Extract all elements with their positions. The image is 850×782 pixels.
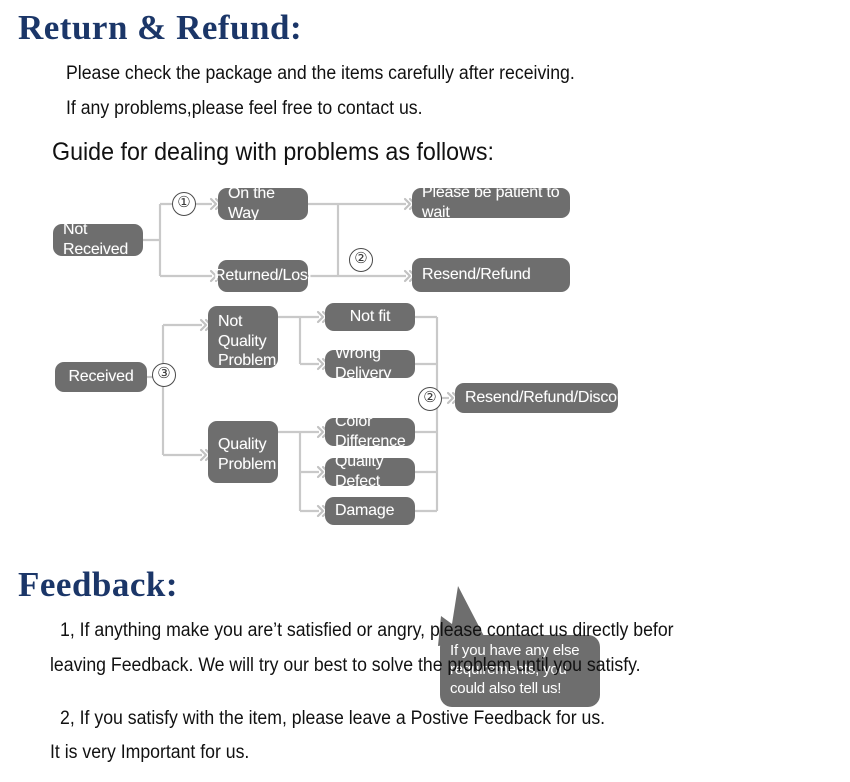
flow-node-received[interactable]: Received xyxy=(55,362,147,392)
flow-node-not-fit[interactable]: Not fit xyxy=(325,303,415,331)
flow-node-color-difference[interactable]: Color Difference xyxy=(325,413,415,450)
flow-node-label-line: Problem xyxy=(218,352,277,370)
flow-node-wrong-delivery[interactable]: Wrong Delivery xyxy=(325,345,415,382)
feedback-item-2-line-2: It is very Important for us. xyxy=(50,742,250,763)
flow-node-quality-problem[interactable]: Quality Problem xyxy=(208,421,278,483)
flow-node-not-quality-problem[interactable]: Not Quality Problem xyxy=(208,306,278,370)
flow-node-on-the-way[interactable]: On the Way xyxy=(218,185,308,222)
step-marker-3: ③ xyxy=(152,363,176,387)
feedback-item-1-line-2: leaving Feedback. We will try our best t… xyxy=(50,655,641,676)
feedback-item-1-line-1: 1, If anything make you are’t satisfied … xyxy=(60,620,674,641)
flow-node-label-line: Quality xyxy=(218,436,267,453)
problem-resolution-flowchart: Not Received On the Way Returned/Lost Pl… xyxy=(0,180,850,707)
flow-node-please-be-patient-to-wait[interactable]: Please be patient to wait xyxy=(412,184,570,221)
flowchart-connector-lines xyxy=(142,197,460,518)
callout-bubble: If you have any else requirements, you c… xyxy=(440,635,600,707)
flow-node-quality-defect[interactable]: Quality Defect xyxy=(325,453,415,490)
page-title-return-refund: Return & Refund: xyxy=(18,8,303,47)
callout-tail xyxy=(438,586,486,646)
step-marker-1: ① xyxy=(172,192,196,216)
feedback-item-2-line-1: 2, If you satisfy with the item, please … xyxy=(60,708,606,729)
intro-text-line-1: Please check the package and the items c… xyxy=(66,63,575,84)
intro-text-line-2: If any problems,please feel free to cont… xyxy=(66,98,423,119)
page-title-feedback: Feedback: xyxy=(18,565,179,604)
step-marker-2-bottom: ② xyxy=(418,387,442,411)
flow-node-resend-refund[interactable]: Resend/Refund xyxy=(412,258,570,292)
flow-node-not-received[interactable]: Not Received xyxy=(53,221,143,258)
flow-node-label-line: Not xyxy=(218,313,243,330)
guide-subheading: Guide for dealing with problems as follo… xyxy=(52,138,494,166)
flow-node-resend-refund-discount[interactable]: Resend/Refund/Discount xyxy=(455,383,639,413)
flow-node-label-line: Quality xyxy=(218,332,267,350)
flow-node-damage[interactable]: Damage xyxy=(325,497,415,525)
flow-node-returned-lost[interactable]: Returned/Lost xyxy=(214,260,312,292)
flow-node-label-line: Problem xyxy=(218,455,277,473)
step-marker-2-top: ② xyxy=(349,248,373,272)
